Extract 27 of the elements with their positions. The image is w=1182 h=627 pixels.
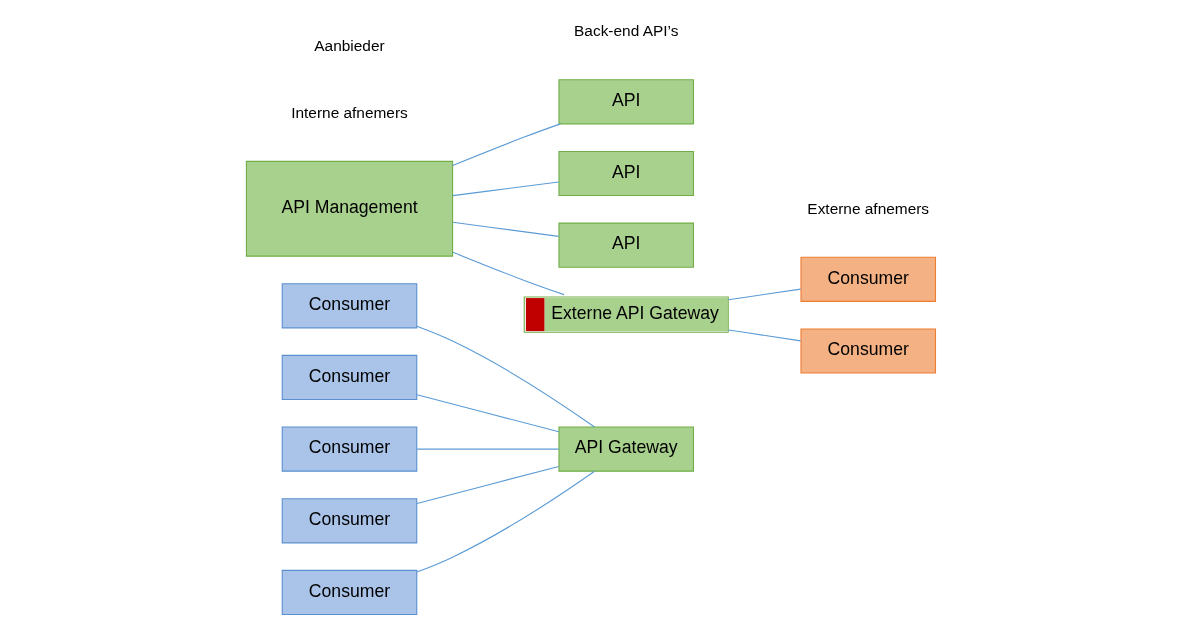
connector: [416, 448, 559, 450]
node-box: API Gateway: [557, 426, 694, 472]
node-box: Consumer: [799, 328, 936, 374]
label: Aanbieder: [313, 36, 385, 54]
node-box: Consumer: [281, 283, 417, 329]
node-box: Consumer: [281, 354, 417, 401]
connector: [451, 251, 565, 296]
label: Externe afnemers: [806, 199, 929, 217]
connector: [727, 288, 801, 301]
connector: [416, 394, 559, 433]
node-box: Consumer: [799, 256, 936, 302]
label: Back-end API’s: [573, 22, 678, 40]
label: Interne afnemers: [290, 104, 408, 122]
connector: [451, 181, 559, 197]
connector: [727, 329, 801, 342]
node-box: Consumer: [281, 498, 417, 544]
node-box: API Management: [245, 160, 453, 257]
node-box: API: [557, 79, 694, 125]
node-box: Consumer: [281, 569, 417, 616]
node-box: API: [557, 222, 694, 268]
connector: [415, 325, 595, 428]
connector: [451, 123, 561, 167]
connector: [415, 470, 595, 573]
connector: [451, 221, 559, 237]
connector: [416, 465, 559, 504]
node-box: Consumer: [281, 426, 417, 472]
node-box: API: [557, 150, 694, 197]
